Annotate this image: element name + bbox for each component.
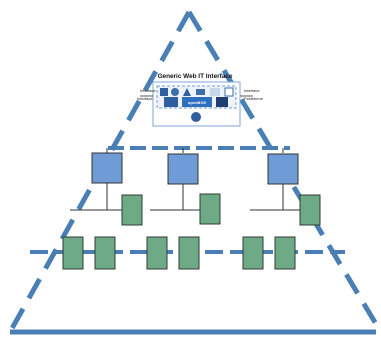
controller-box-left	[91, 152, 123, 184]
interface-icon-4	[196, 89, 205, 95]
interface-panel	[152, 81, 241, 127]
interface-icon-3	[183, 88, 191, 96]
interface-icon-1	[160, 88, 168, 96]
right-label-top: Interface	[244, 88, 260, 93]
left-label-bottom: Interface	[137, 96, 153, 101]
interface-title: Generic Web IT Interface	[157, 73, 233, 80]
openbos-tile	[182, 97, 212, 107]
interface-icon-7	[164, 97, 178, 107]
device-mid-left	[121, 194, 143, 226]
device-bottom-2	[94, 236, 116, 270]
branch-lines	[70, 183, 300, 211]
controller-connectors	[106, 148, 284, 153]
interface-icon-9	[191, 112, 201, 122]
controller-box-right	[267, 153, 299, 185]
device-bottom-1	[62, 236, 84, 270]
device-bottom-4	[178, 236, 200, 270]
interface-icon-6	[224, 87, 234, 97]
controller-box-center	[167, 153, 199, 185]
device-bottom-6	[274, 236, 296, 270]
device-bottom-3	[146, 236, 168, 270]
device-mid-right	[299, 194, 321, 226]
interface-icon-8	[216, 97, 228, 107]
interface-icon-5	[210, 88, 220, 96]
right-label-bottom: Feldebene	[244, 96, 263, 101]
device-mid-center	[199, 193, 221, 225]
device-bottom-5	[242, 236, 264, 270]
openbos-tile-label: openBOS	[187, 100, 207, 105]
left-label-top: Interface	[140, 88, 156, 93]
interface-icon-2	[171, 88, 179, 96]
